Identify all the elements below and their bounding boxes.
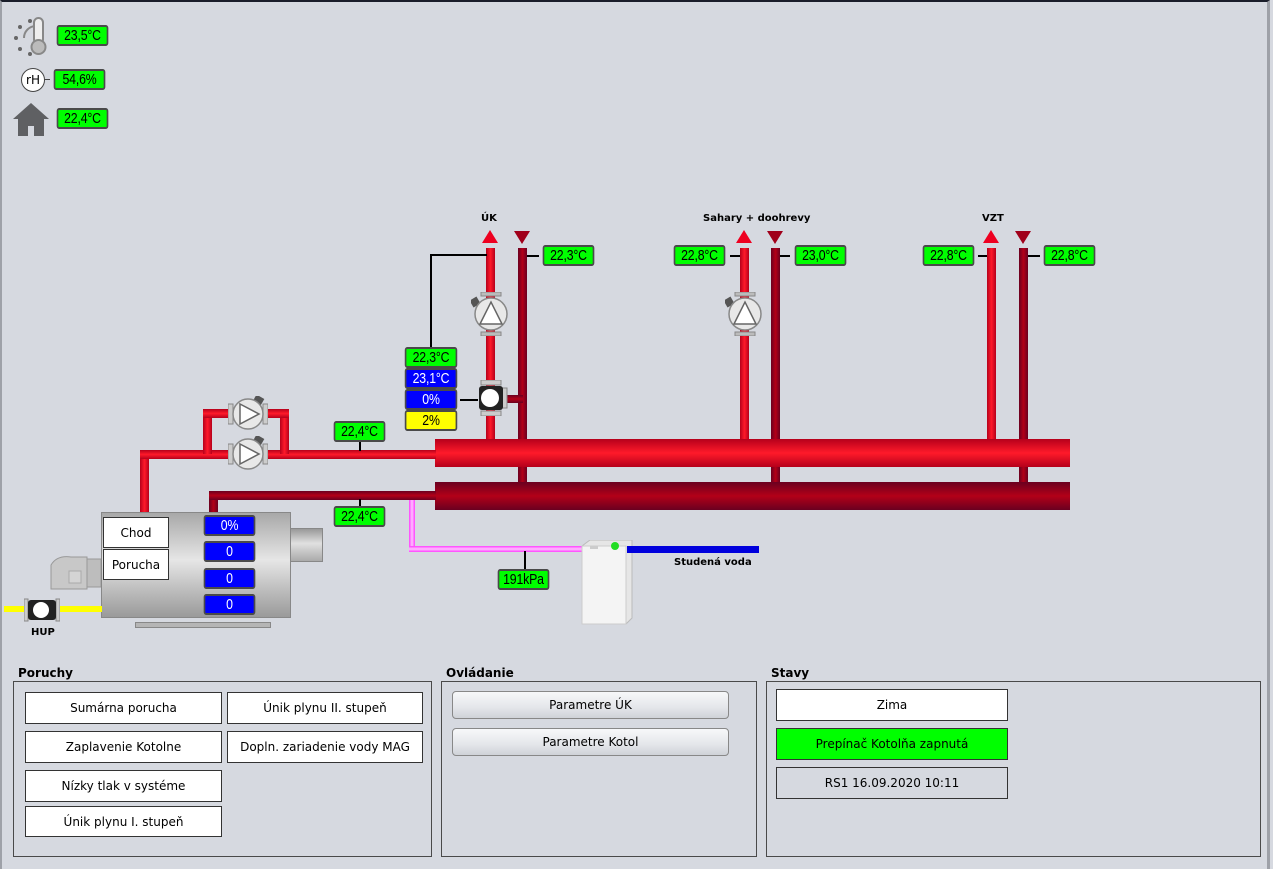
vzt-supply-arrow-icon [983, 230, 999, 243]
faults-panel-title: Poruchy [18, 666, 73, 680]
controls-panel [441, 681, 757, 857]
supply-header [435, 439, 1070, 467]
house-icon [11, 101, 51, 137]
makeup-pipe-vertical [409, 500, 415, 551]
state-boiler-switch: Prepínač Kotolňa zapnutá [776, 728, 1008, 760]
boiler-base [135, 622, 271, 628]
boiler-pump-2-icon[interactable] [227, 434, 269, 472]
sahary-supply-arrow-icon [736, 230, 752, 243]
boiler-return-pipe [209, 491, 436, 500]
makeup-unit-icon [580, 539, 634, 625]
uk-return-temp: 22,3°C [542, 245, 595, 266]
vzt-return-connector [1028, 255, 1040, 257]
mixing-output[interactable]: 0% [404, 389, 458, 410]
fault-summary: Sumárna porucha [25, 692, 222, 724]
uk-circulation-pump-icon[interactable] [469, 291, 511, 337]
vzt-supply-temp: 22,8°C [922, 245, 975, 266]
boiler-value-1[interactable]: 0% [203, 515, 256, 536]
controls-panel-title: Ovládanie [446, 666, 514, 680]
boiler-flue-icon [290, 528, 323, 562]
states-panel [766, 681, 1261, 857]
humidity-icon-label: rH [26, 73, 40, 87]
uk-return-arrow-icon [514, 231, 530, 244]
boiler-return-riser [209, 492, 218, 513]
uk-sensor-line-v [430, 254, 432, 347]
mixing-setpoint-temp[interactable]: 23,1°C [404, 368, 458, 389]
boiler-fault-indicator: Porucha [103, 549, 169, 580]
cold-water-pipe [627, 546, 759, 553]
makeup-pipe-horizontal [409, 546, 584, 552]
gas-valve-label: HUP [31, 627, 55, 638]
boiler-supply-pipe [140, 450, 436, 459]
mixing-valve-connector [460, 399, 478, 401]
circuit-label-vzt: VZT [982, 213, 1004, 224]
sahary-supply-temp: 22,8°C [673, 245, 726, 266]
vzt-return-temp: 22,8°C [1043, 245, 1096, 266]
pump-bypass-left [203, 410, 212, 454]
fault-low-pressure: Nízky tlak v systéme [25, 770, 222, 802]
cold-water-label: Studená voda [674, 557, 752, 568]
uk-supply-arrow-icon [482, 230, 498, 243]
header-return-connector [359, 499, 361, 508]
boiler-value-2[interactable]: 0 [203, 541, 256, 562]
state-rs1-timestamp: RS1 16.09.2020 10:11 [776, 767, 1008, 799]
pressure-connector [524, 551, 526, 570]
sahary-supply-connector [730, 255, 740, 257]
boiler-parameters-button[interactable]: Parametre Kotol [452, 728, 729, 756]
uk-parameters-button[interactable]: Parametre ÚK [452, 691, 729, 719]
humidity-display: 54,6% [53, 69, 106, 90]
mixing-position: 2% [404, 410, 458, 431]
state-season: Zima [776, 689, 1008, 721]
boiler-value-4[interactable]: 0 [203, 594, 256, 615]
boiler-value-3[interactable]: 0 [203, 568, 256, 589]
mixing-actual-temp: 22,3°C [404, 347, 458, 368]
circuit-label-sahary: Sahary + doohrevy [703, 213, 811, 224]
circuit-label-uk: ÚK [481, 213, 497, 224]
boiler-supply-riser [140, 451, 149, 513]
sahary-return-temp: 23,0°C [794, 245, 847, 266]
fault-flooding: Zaplavenie Kotolne [25, 731, 222, 763]
outdoor-temp-display: 23,5°C [56, 25, 109, 46]
faults-panel [13, 681, 432, 857]
uk-return-connector [527, 255, 539, 257]
humidity-connector [44, 79, 50, 80]
gas-valve-icon[interactable] [23, 598, 61, 622]
boiler-burner-icon [47, 553, 105, 593]
sahary-return-connector [780, 255, 790, 257]
uk-sensor-line-h [430, 254, 487, 256]
states-panel-title: Stavy [771, 666, 810, 680]
sahary-supply-pipe [740, 248, 749, 440]
header-supply-temp: 22,4°C [333, 421, 386, 442]
boiler-run-indicator: Chod [103, 517, 169, 548]
uk-return-pipe [518, 248, 527, 484]
boiler-pump-1-icon[interactable] [227, 394, 269, 432]
sahary-return-pipe [771, 248, 780, 484]
pump-bypass-right [280, 410, 289, 454]
vzt-supply-pipe [987, 248, 996, 440]
system-pressure: 191kPa [497, 569, 550, 590]
sahary-circulation-pump-icon[interactable] [723, 291, 765, 337]
fault-gas-leak-1: Únik plynu I. stupeň [25, 806, 222, 837]
vzt-return-arrow-icon [1015, 231, 1031, 244]
sahary-return-arrow-icon [767, 231, 783, 244]
header-supply-connector [359, 441, 361, 451]
fault-makeup-mag: Dopln. zariadenie vody MAG [227, 731, 423, 763]
vzt-supply-connector [978, 255, 987, 257]
mixing-valve-bypass-pipe [505, 395, 523, 403]
header-return-temp: 22,4°C [333, 506, 386, 527]
uk-supply-pipe [486, 248, 495, 440]
mixing-valve-icon[interactable] [476, 379, 510, 417]
humidity-icon: rH [21, 68, 45, 92]
indoor-temp-display: 22,4°C [56, 108, 109, 129]
fault-gas-leak-2: Únik plynu II. stupeň [227, 692, 423, 724]
vzt-return-pipe [1019, 248, 1028, 484]
outdoor-thermometer-icon [12, 16, 52, 56]
return-header [435, 482, 1070, 510]
